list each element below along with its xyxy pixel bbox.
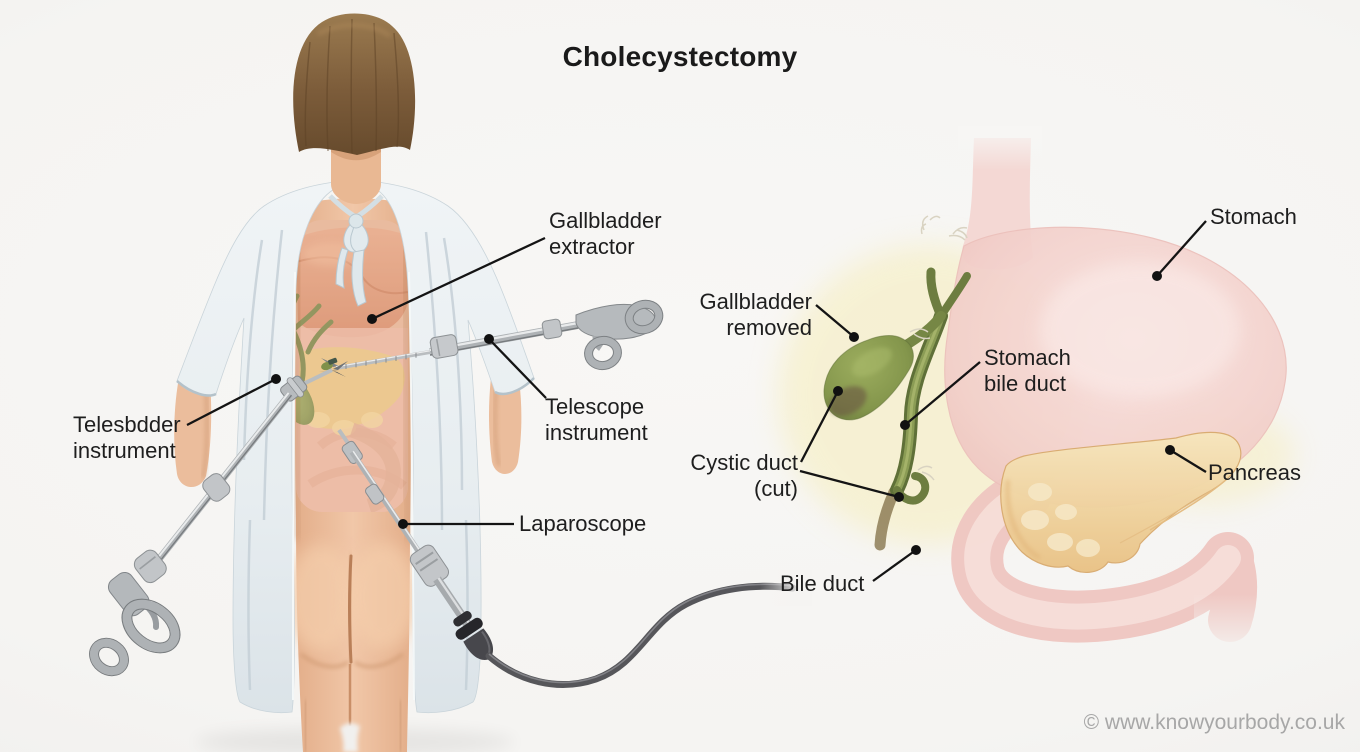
label-gallbladder-extractor: Gallbladder extractor: [549, 208, 662, 260]
dot-gallbladder-removed: [849, 332, 859, 342]
dot-laparoscope: [398, 519, 408, 529]
label-telescope-instrument: Telescope instrument: [545, 394, 648, 446]
extractor-handle: [575, 299, 664, 371]
label-stomach-bile-duct: Stomach bile duct: [984, 345, 1071, 397]
dot-cystic-duct-upper: [833, 386, 843, 396]
pancreas-organ: [1000, 431, 1242, 573]
grasper-jaws: [333, 361, 348, 370]
leader-cystic-duct-upper: [799, 390, 840, 463]
laparoscope-instrument: [337, 428, 812, 688]
grasper-instrument: [89, 357, 348, 677]
label-stomach: Stomach: [1210, 204, 1297, 229]
hair: [293, 13, 416, 156]
dot-telesbdder-instrument: [271, 374, 281, 384]
dot-telescope-instrument: [484, 334, 494, 344]
leader-dots: [271, 271, 1175, 555]
leader-bile-duct: [872, 549, 917, 582]
surgical-instruments: [89, 299, 812, 688]
grasper-handle: [89, 571, 181, 677]
leader-stomach-bile-duct: [904, 361, 981, 426]
duodenum-fade: [1194, 594, 1280, 656]
hospital-gown: [176, 179, 535, 714]
page-title: Cholecystectomy: [562, 41, 798, 72]
extractor-collar: [429, 334, 459, 359]
label-bile-duct: Bile duct: [780, 571, 865, 596]
label-laparoscope: Laparoscope: [519, 511, 647, 536]
leader-cystic-duct-lower: [799, 469, 900, 499]
extractor-ticks: [345, 352, 417, 369]
left-forearm: [174, 372, 212, 488]
dot-stomach: [1152, 271, 1162, 281]
label-pancreas: Pancreas: [1208, 460, 1301, 485]
buttocks: [285, 542, 419, 669]
copyright-watermark: © www.knowyourbody.co.uk: [1083, 711, 1345, 734]
anatomy-inset: [778, 126, 1295, 656]
label-cystic-duct-cut: Cystic duct (cut): [690, 450, 798, 502]
gallbladder-extractor-instrument: [319, 299, 664, 372]
leader-gallbladder-removed: [815, 304, 855, 338]
dot-bile-duct: [911, 545, 921, 555]
dot-cystic-duct-lower: [894, 492, 904, 502]
leader-stomach: [1156, 220, 1207, 277]
leader-gallbladder-extractor: [371, 236, 546, 321]
leader-telesbdder-instrument: [186, 377, 277, 427]
esophagus-fade: [958, 126, 1042, 170]
stomach-highlight: [1040, 262, 1240, 398]
leader-pancreas: [1169, 449, 1207, 473]
laparoscope-cable: [485, 582, 797, 688]
suture-threads: [909, 215, 968, 481]
leader-telescope-instrument: [488, 338, 547, 399]
patient-figure: [174, 13, 535, 752]
dot-pancreas: [1165, 445, 1175, 455]
leader-lines: [186, 220, 1207, 582]
label-telesbdder-instrument: Telesbdder instrument: [73, 412, 181, 464]
dot-stomach-bile-duct: [900, 420, 910, 430]
dot-gallbladder-extractor: [367, 314, 377, 324]
gown-ties: [328, 194, 384, 307]
gown-folds: [242, 229, 469, 691]
label-gallbladder-removed: Gallbladder removed: [699, 289, 812, 341]
right-forearm: [489, 370, 522, 474]
legs: [302, 664, 404, 752]
